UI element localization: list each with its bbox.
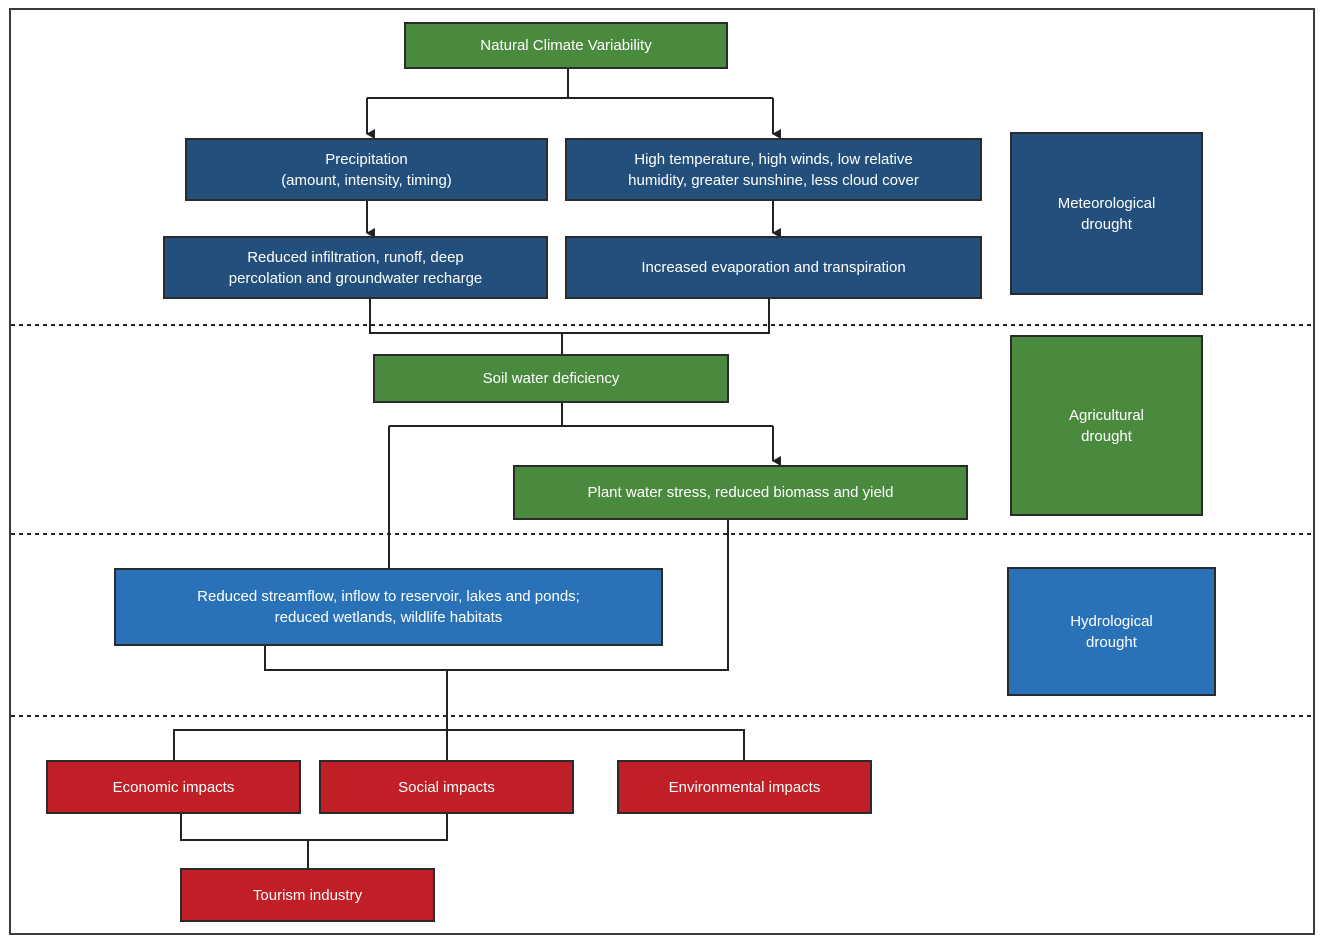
connector-hydro-merge (264, 519, 729, 730)
node-tourism-industry: Tourism industry (180, 868, 435, 922)
node-social-impacts: Social impacts (319, 760, 574, 814)
node-label: Reduced streamflow, inflow to reservoir,… (197, 588, 580, 626)
node-label: Natural Climate Variability (480, 37, 652, 54)
node-precipitation: Precipitation (amount, intensity, timing… (185, 138, 548, 201)
node-natural-climate-variability: Natural Climate Variability (404, 22, 728, 69)
node-environmental-impacts: Environmental impacts (617, 760, 872, 814)
connector-to-tourism (180, 813, 448, 868)
category-hydrological-drought: Hydrological drought (1007, 567, 1216, 696)
node-label: Soil water deficiency (482, 370, 620, 387)
category-meteorological-drought: Meteorological drought (1010, 132, 1203, 295)
node-label: Precipitation (amount, intensity, timing… (281, 150, 452, 189)
category-label: Agricultural drought (1068, 406, 1145, 445)
node-high-temperature: High temperature, high winds, low relati… (565, 138, 982, 201)
node-label: Increased evaporation and transpiration (641, 259, 906, 276)
connector-climate-split (367, 68, 773, 99)
node-plant-water-stress: Plant water stress, reduced biomass and … (513, 465, 968, 520)
connector-impacts-split (173, 729, 745, 760)
category-agricultural-drought: Agricultural drought (1010, 335, 1203, 516)
node-label: Environmental impacts (668, 778, 821, 796)
node-economic-impacts: Economic impacts (46, 760, 301, 814)
node-soil-water-deficiency: Soil water deficiency (373, 354, 729, 403)
node-reduced-streamflow: Reduced streamflow, inflow to reservoir,… (114, 568, 663, 646)
node-reduced-infiltration: Reduced infiltration, runoff, deep perco… (163, 236, 548, 299)
category-label: Hydrological drought (1070, 612, 1153, 651)
node-label: Plant water stress, reduced biomass and … (587, 484, 894, 501)
node-label: High temperature, high winds, low relati… (628, 150, 919, 189)
node-label: Social impacts (398, 778, 495, 796)
connector-soil-split (389, 402, 773, 427)
node-increased-evaporation: Increased evaporation and transpiration (565, 236, 982, 299)
node-label: Economic impacts (112, 778, 235, 796)
node-label: Tourism industry (252, 886, 363, 904)
category-label: Meteorological drought (1057, 194, 1156, 233)
connector-merge-to-soil (369, 298, 770, 354)
diagram-frame (9, 8, 1315, 935)
node-label: Reduced infiltration, runoff, deep perco… (228, 248, 483, 287)
stage-separators (11, 324, 1313, 717)
